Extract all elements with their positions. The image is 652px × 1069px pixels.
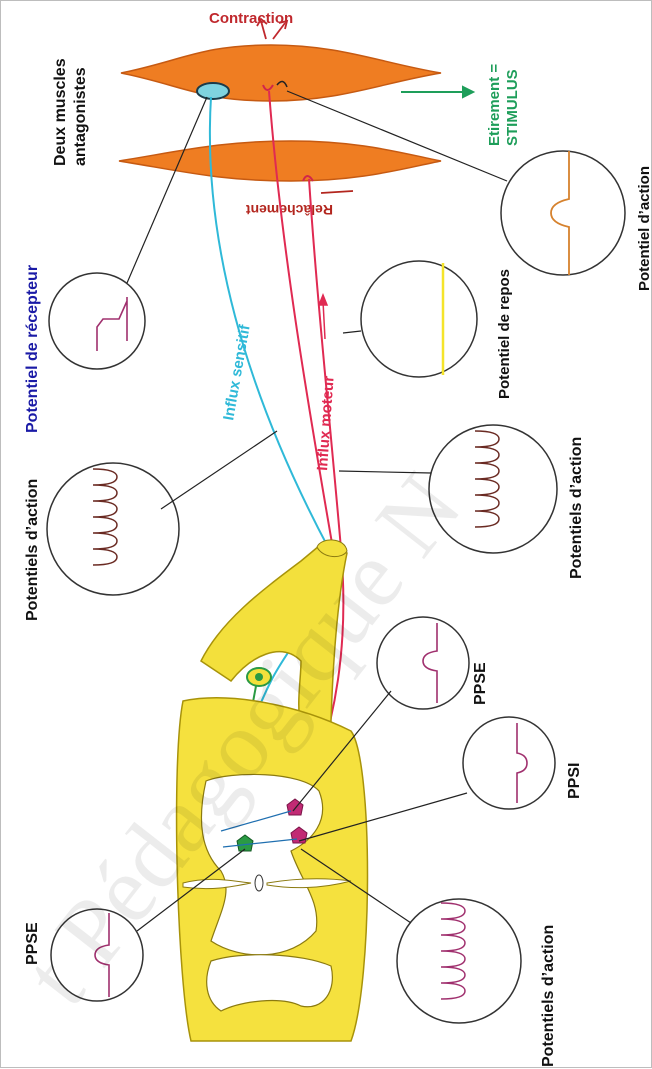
- contraction-label: Contraction: [209, 10, 293, 27]
- muscles-label: Deux muscles antagonistes: [52, 54, 89, 166]
- resting-potential-label: Potentiel de repos: [496, 269, 513, 399]
- stretch-arrow: [401, 87, 473, 97]
- central-canal: [255, 875, 263, 891]
- muscles-label-line2: antagonistes: [72, 67, 89, 166]
- resting-potential-circle: [361, 261, 477, 377]
- contracted-muscle: [121, 45, 441, 101]
- stimulus-label: Etirement = STIMULUS: [486, 60, 521, 146]
- relaxation-label: Relâchement: [246, 202, 333, 218]
- stimulus-label-line2: STIMULUS: [504, 69, 521, 146]
- action-potentials-label-3: Potentiels d’action: [540, 925, 557, 1067]
- relaxed-muscle: [119, 141, 441, 181]
- muscles-label-line1: Deux muscles: [52, 58, 69, 166]
- muscles: [119, 45, 441, 181]
- stimulus-label-line1: Etirement =: [486, 64, 503, 146]
- ppsi-label: PPSI: [566, 763, 583, 799]
- action-potential-label-4: Potentiel d’action: [636, 166, 652, 291]
- receptor-potential-circle: [49, 273, 145, 369]
- receptor-potential-label: Potentiel de récepteur: [24, 265, 41, 433]
- ppsi-circle: [463, 717, 555, 809]
- ppse-label-2: PPSE: [472, 662, 489, 705]
- motor-influx-label: Influx moteur: [314, 375, 338, 471]
- relaxation-arrow: [321, 191, 353, 193]
- action-potential-circle-4: [501, 151, 625, 275]
- action-potentials-label-2: Potentiels d’action: [568, 437, 585, 579]
- sensory-influx-label: Influx sensitif: [220, 323, 254, 422]
- action-potentials-label-1: Potentiels d’action: [24, 479, 41, 621]
- muscle-spindle-receptor: [197, 83, 229, 99]
